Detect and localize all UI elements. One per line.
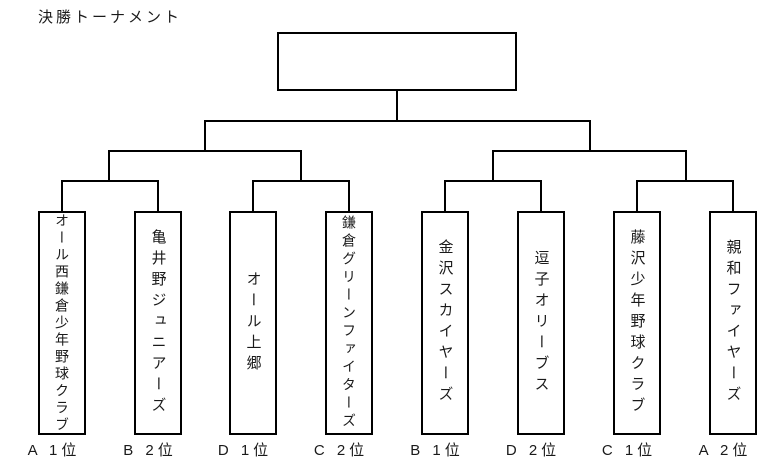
page-title: 決勝トーナメント: [38, 9, 183, 26]
team-box: 親和ファイヤーズ: [709, 211, 757, 435]
connector-team-7-stub: [636, 180, 638, 211]
connector-team-4-stub: [348, 180, 350, 211]
team-box: 藤沢少年野球クラブ: [613, 211, 661, 435]
team-name: 鎌倉グリーンファイターズ: [341, 215, 357, 431]
team-name: オール西鎌倉少年野球クラブ: [54, 212, 70, 434]
connector-team-3-stub: [252, 180, 254, 211]
connector-quarterfinal-3-horizontal: [444, 180, 542, 182]
seed-label: D 1位: [217, 442, 273, 459]
connector-team-2-stub: [157, 180, 159, 211]
connector-team-8-stub: [732, 180, 734, 211]
connector-final-horizontal: [204, 120, 591, 122]
connector-semifinal-left-horizontal: [108, 150, 302, 152]
connector-quarterfinal-2-vertical: [300, 150, 302, 182]
connector-quarterfinal-1-horizontal: [61, 180, 159, 182]
connector-quarterfinal-3-vertical: [492, 150, 494, 182]
seed-label: C 2位: [313, 442, 369, 459]
connector-semifinal-right-horizontal: [493, 150, 687, 152]
connector-quarterfinal-4-horizontal: [636, 180, 734, 182]
team-name: 亀井野ジュニアーズ: [149, 228, 167, 418]
seed-label: C 1位: [601, 442, 657, 459]
connector-team-6-stub: [540, 180, 542, 211]
connector-team-5-stub: [444, 180, 446, 211]
connector-semifinal-left-vertical: [204, 120, 206, 152]
team-name: 親和ファイヤーズ: [724, 239, 742, 407]
team-box: オール西鎌倉少年野球クラブ: [38, 211, 86, 435]
team-box: 鎌倉グリーンファイターズ: [325, 211, 373, 435]
team-box: 金沢スカイヤーズ: [421, 211, 469, 435]
seed-label: B 1位: [410, 442, 464, 459]
team-name: 藤沢少年野球クラブ: [628, 228, 646, 418]
connector-team-1-stub: [61, 180, 63, 211]
team-box: オール上郷: [229, 211, 277, 435]
team-box: 亀井野ジュニアーズ: [134, 211, 182, 435]
connector-final-vertical: [396, 91, 398, 122]
connector-semifinal-right-vertical: [589, 120, 591, 152]
champion-box: [277, 32, 517, 91]
team-name: 金沢スカイヤーズ: [436, 239, 454, 407]
connector-quarterfinal-4-vertical: [685, 150, 687, 182]
team-box: 逗子オリーブス: [517, 211, 565, 435]
seed-label: A 2位: [698, 442, 752, 459]
connector-quarterfinal-1-vertical: [108, 150, 110, 182]
team-name: オール上郷: [244, 270, 262, 376]
team-name: 逗子オリーブス: [532, 249, 550, 397]
seed-label: D 2位: [505, 442, 561, 459]
seed-label: B 2位: [123, 442, 177, 459]
seed-label: A 1位: [27, 442, 81, 459]
connector-quarterfinal-2-horizontal: [252, 180, 350, 182]
